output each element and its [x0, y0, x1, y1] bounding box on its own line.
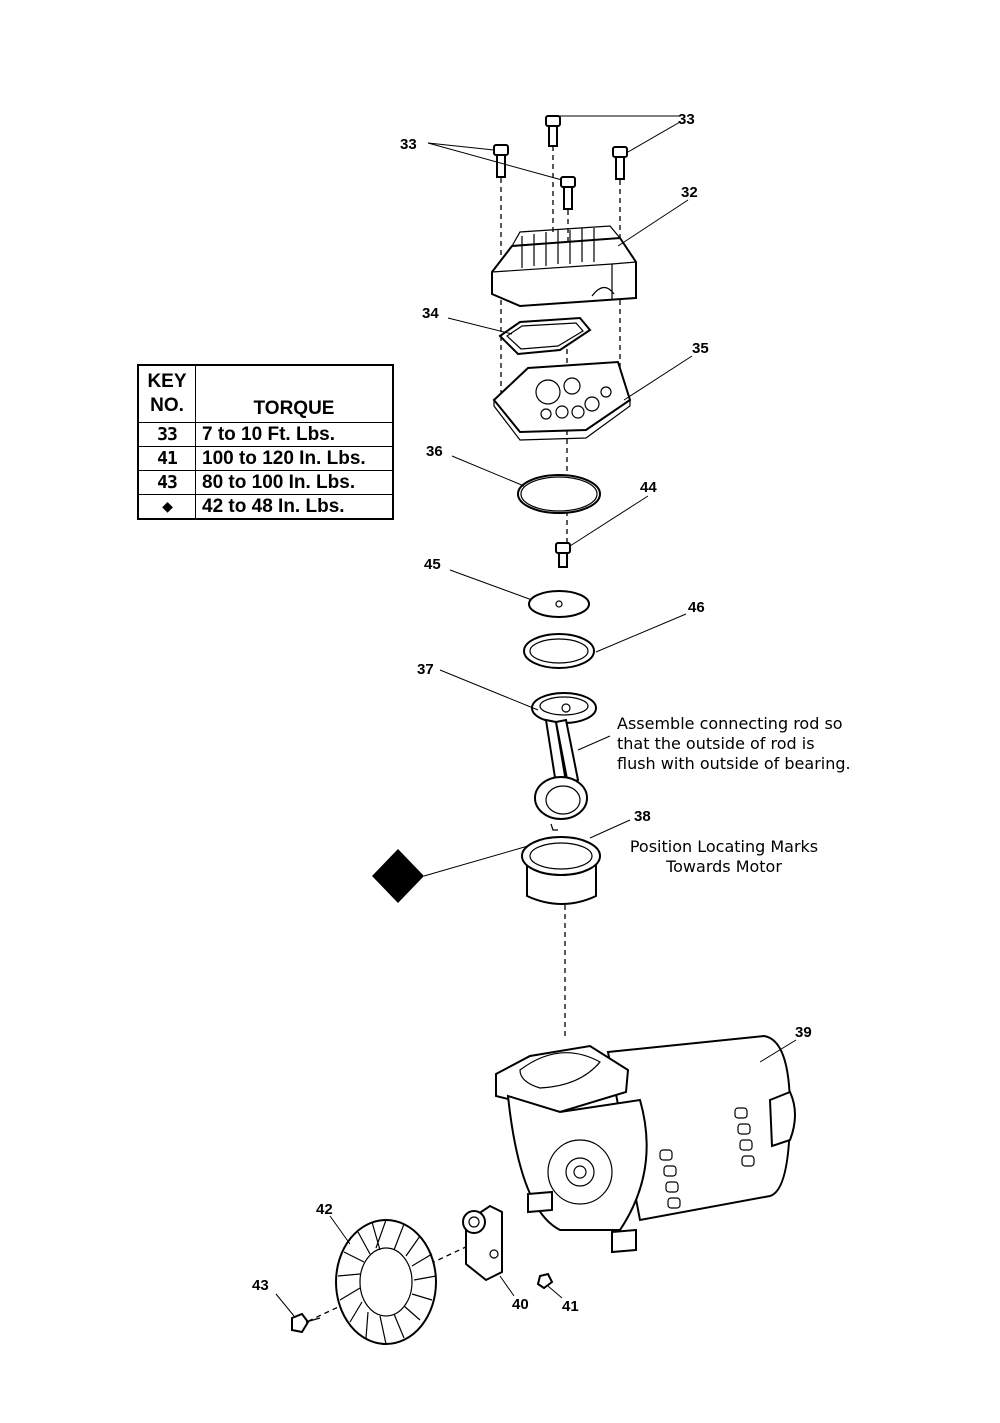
bolt-33 [560, 176, 576, 210]
torque-cell: 80 to 100 In. Lbs. [195, 470, 394, 495]
marks-note-line-1: Position Locating Marks [630, 837, 818, 856]
callout-32: 32 [681, 184, 698, 201]
motor-39 [495, 1034, 796, 1254]
callout-45: 45 [424, 556, 441, 573]
gasket-34 [498, 316, 592, 356]
key-cell: 43 [137, 470, 196, 495]
screw-43 [291, 1312, 321, 1334]
set-screw-41 [536, 1272, 554, 1290]
torque-table: KEY NO. TORQUE 33 7 to 10 Ft. Lbs. 41 10… [137, 364, 394, 520]
key-cell: 41 [137, 446, 196, 471]
callout-labels: 33 33 32 34 35 36 44 45 46 37 38 39 42 4… [252, 111, 812, 1315]
callout-37: 37 [417, 661, 434, 678]
eccentric-40 [462, 1204, 503, 1282]
callout-34: 34 [422, 305, 439, 322]
callout-33: 33 [400, 136, 417, 153]
callout-36: 36 [426, 443, 443, 460]
screw-44 [555, 542, 571, 568]
bolt-33-group [493, 115, 628, 210]
callout-43: 43 [252, 1277, 269, 1294]
callout-33: 33 [678, 111, 695, 128]
torque-cell: 100 to 120 In. Lbs. [195, 446, 394, 471]
header-torque: TORQUE [195, 364, 394, 423]
rod-note-line-1: Assemble connecting rod so [617, 714, 843, 733]
torque-table-header: KEY NO. TORQUE [137, 364, 394, 423]
bearing-38 [521, 836, 601, 905]
rod-note-line-2: that the outside of rod is [617, 734, 815, 753]
callout-39: 39 [795, 1024, 812, 1041]
callout-35: 35 [692, 340, 709, 357]
torque-diamond-marker [372, 849, 424, 903]
callout-40: 40 [512, 1296, 529, 1313]
header-key-no: KEY NO. [137, 364, 196, 423]
callout-44: 44 [640, 479, 657, 496]
callout-38: 38 [634, 808, 651, 825]
table-row: 33 7 to 10 Ft. Lbs. [137, 422, 394, 447]
key-cell: 33 [137, 422, 196, 447]
callout-41: 41 [562, 1298, 579, 1315]
fan-42 [335, 1219, 437, 1345]
connecting-rod-37 [531, 692, 597, 831]
table-row: 41 100 to 120 In. Lbs. [137, 446, 394, 471]
retainer-45 [528, 590, 590, 618]
valve-plate-35 [492, 360, 632, 441]
callout-46: 46 [688, 599, 705, 616]
torque-cell: 42 to 48 In. Lbs. [195, 494, 394, 520]
bolt-33 [493, 144, 509, 178]
assembly-notes: Assemble connecting rod so that the outs… [617, 714, 851, 876]
rod-note-line-3: flush with outside of bearing. [617, 754, 851, 773]
bolt-33 [545, 115, 561, 147]
table-row: 43 80 to 100 In. Lbs. [137, 470, 394, 495]
o-ring-36 [517, 474, 601, 514]
bolt-33 [612, 146, 628, 180]
cup-ring-46 [523, 633, 595, 669]
cylinder-head-32 [491, 225, 637, 308]
key-cell: ◆ [137, 494, 196, 520]
callout-42: 42 [316, 1201, 333, 1218]
marks-note-line-2: Towards Motor [665, 857, 782, 876]
torque-cell: 7 to 10 Ft. Lbs. [195, 422, 394, 447]
leader-lines [275, 115, 797, 1317]
table-row: ◆ 42 to 48 In. Lbs. [137, 494, 394, 520]
